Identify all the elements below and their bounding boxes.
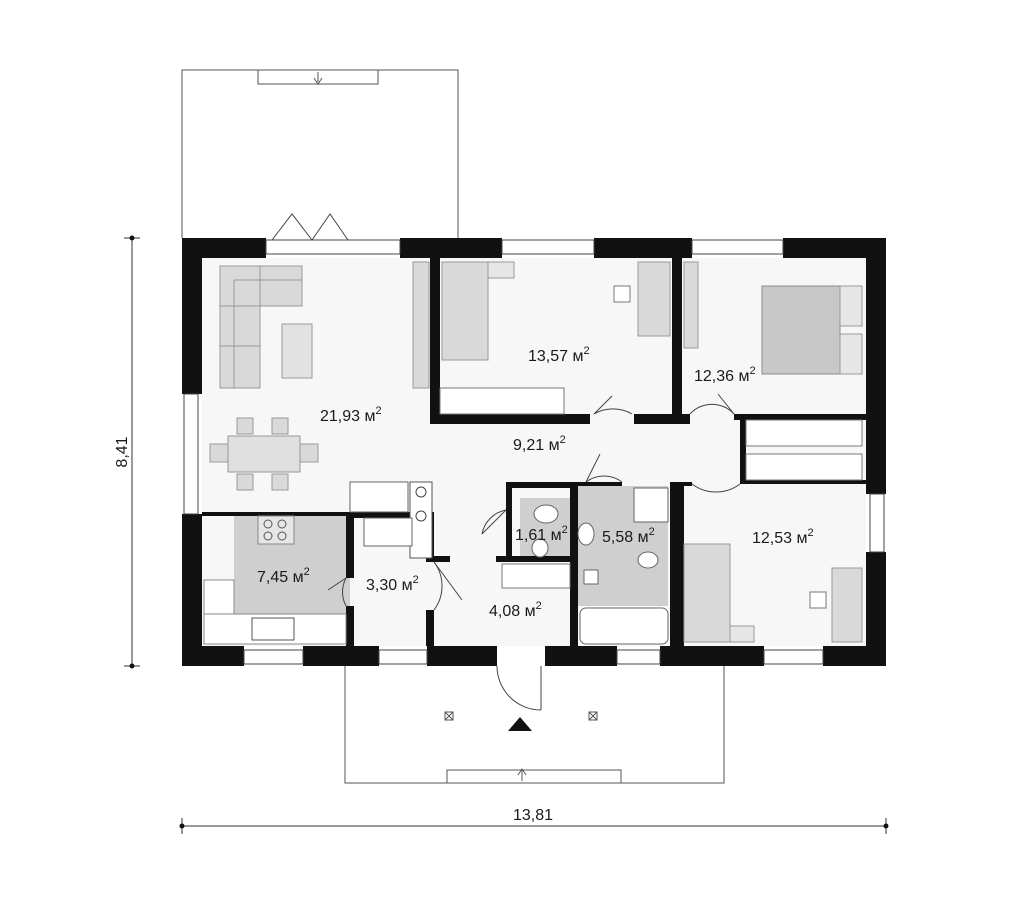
bathroom-fixtures [531,487,669,645]
stove [257,515,295,545]
wc-bath [577,522,595,546]
bedroom1-area-label: 13,57 м2 [528,345,590,365]
interior-walls [202,258,866,646]
toilet-wc [531,538,549,558]
bedroom2-furniture [683,261,863,481]
bathtub [579,607,669,645]
width-dimension-label: 13,81 [513,807,553,824]
entrance-porch [344,666,725,784]
bedroom3-area-label: 12,53 м2 [752,527,814,547]
kitchen-furniture [203,515,347,645]
wardrobe2 [745,419,863,447]
wardrobe3 [745,453,863,481]
dimension-depth: 8,41 [114,235,140,669]
utility-fixtures [349,481,433,559]
sink-wc [533,504,559,524]
desk2 [683,261,699,349]
sink [251,617,295,641]
coffee-table [281,323,313,379]
sofa-left [219,265,261,389]
dining-table [227,435,301,473]
terrace [181,69,459,238]
bed3 [683,543,731,643]
bedroom2-area-label: 12,36 м2 [694,365,756,385]
utility-area-label: 3,30 м2 [366,574,419,594]
vestibule-area-label: 4,08 м2 [489,600,542,620]
desk3 [831,567,863,643]
double-bed [761,285,841,375]
tv-cabinet [412,261,430,389]
hall-area-label: 9,21 м2 [513,434,566,454]
windows [183,213,885,665]
dimension-width: 13,81 [179,807,889,834]
bedroom1-furniture [439,261,671,415]
living-area-label: 21,93 м2 [320,405,382,425]
wc-area-label: 1,61 м2 [515,524,568,544]
bedroom3-furniture [683,543,863,643]
room-labels: 21,93 м2 9,21 м2 13,57 м2 12,36 м2 12,53… [257,345,814,620]
sofa-top [259,265,303,307]
bathroom-area-label: 5,58 м2 [602,526,655,546]
kitchen-area-label: 7,45 м2 [257,566,310,586]
wardrobe1 [439,387,565,415]
shower [633,487,669,523]
sink-bath [637,551,659,569]
living-room-furniture [209,261,430,491]
entrance-arrow-icon [508,717,532,731]
doors [327,393,741,711]
vestibule-wardrobe [501,563,571,589]
bed [441,261,489,361]
depth-dimension-label: 8,41 [114,436,131,467]
exterior-walls [182,238,886,666]
desk1 [637,261,671,337]
